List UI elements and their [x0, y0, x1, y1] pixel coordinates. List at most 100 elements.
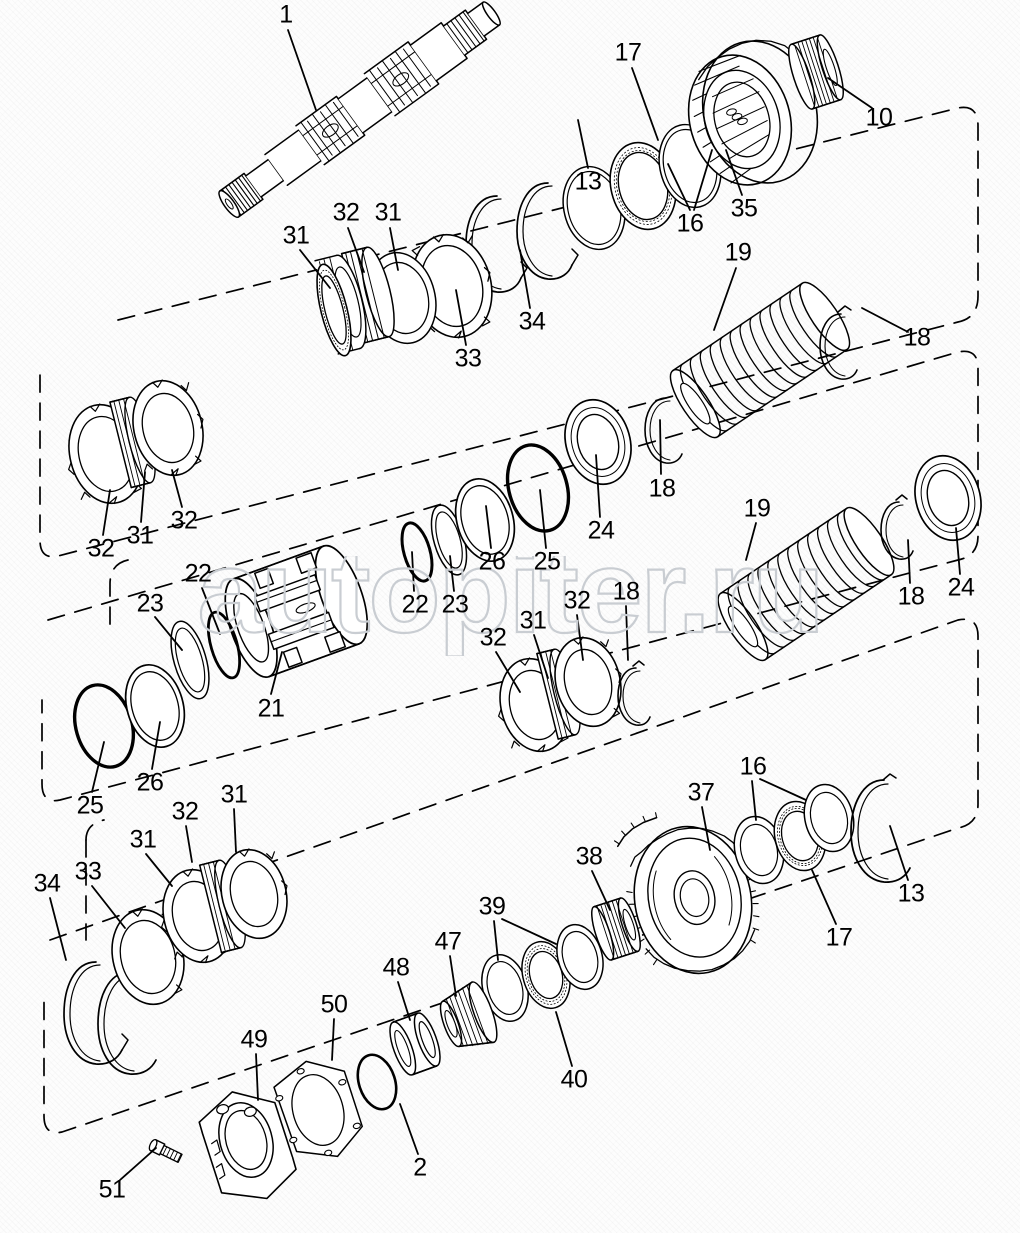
callout-number-39[interactable]: 39: [478, 892, 506, 921]
leader-line-32: [171, 469, 183, 508]
part-31-32-synchro-assembly: [314, 246, 395, 357]
callout-number-18[interactable]: 18: [897, 582, 925, 611]
callout-number-49[interactable]: 49: [240, 1025, 268, 1054]
part-22-spring-ring-a: [206, 610, 242, 680]
leader-line-25: [539, 489, 547, 549]
callout-number-48[interactable]: 48: [382, 953, 410, 982]
part-51-bolt: [148, 1138, 183, 1164]
callout-number-33[interactable]: 33: [454, 344, 482, 373]
leader-line-31: [533, 634, 549, 679]
leader-line-51: [119, 1147, 157, 1181]
callout-number-40[interactable]: 40: [560, 1065, 588, 1094]
leader-line-23: [449, 555, 455, 592]
leader-line-22: [411, 551, 415, 592]
callout-number-1[interactable]: 1: [279, 0, 293, 29]
callout-number-31[interactable]: 31: [519, 606, 547, 635]
part-25-oring-a: [505, 443, 571, 533]
callout-number-31[interactable]: 31: [282, 221, 310, 250]
leader-line-32: [347, 227, 365, 273]
callout-number-34[interactable]: 34: [33, 869, 61, 898]
leader-line-16: [667, 163, 691, 211]
part-synchro-midlower: [498, 636, 622, 753]
callout-number-17[interactable]: 17: [825, 923, 853, 952]
leader-line-22: [201, 587, 221, 635]
part-2-oring: [356, 1053, 398, 1111]
group-frame-left: [85, 559, 129, 941]
callout-number-22[interactable]: 22: [401, 590, 429, 619]
callout-number-33[interactable]: 33: [74, 857, 102, 886]
leader-line-16: [693, 149, 713, 211]
callout-number-13[interactable]: 13: [574, 167, 602, 196]
callout-number-25[interactable]: 25: [76, 791, 104, 820]
leader-line-19: [713, 267, 737, 331]
callout-number-23[interactable]: 23: [136, 589, 164, 618]
callout-number-34[interactable]: 34: [518, 307, 546, 336]
part-24-race-lower: [914, 454, 982, 542]
callout-number-32[interactable]: 32: [479, 623, 507, 652]
part-34-wire-ring-lower: [63, 961, 129, 1065]
callout-number-35[interactable]: 35: [730, 194, 758, 223]
leader-line-16: [759, 778, 807, 801]
callout-number-25[interactable]: 25: [533, 547, 561, 576]
part-35-helical-gear: [687, 39, 819, 186]
callout-number-13[interactable]: 13: [897, 879, 925, 908]
callout-number-32[interactable]: 32: [87, 534, 115, 563]
leader-line-32: [495, 651, 521, 693]
callout-number-17[interactable]: 17: [614, 38, 642, 67]
leader-line-21: [270, 651, 283, 695]
callout-number-31[interactable]: 31: [374, 198, 402, 227]
callout-number-23[interactable]: 23: [441, 590, 469, 619]
callout-number-32[interactable]: 32: [171, 797, 199, 826]
callout-number-32[interactable]: 32: [563, 586, 591, 615]
callout-number-2[interactable]: 2: [413, 1153, 427, 1182]
callout-number-51[interactable]: 51: [98, 1175, 126, 1204]
callout-number-24[interactable]: 24: [947, 573, 975, 602]
part-26-ring-b: [124, 664, 186, 748]
leader-line-17: [811, 869, 837, 925]
callout-number-10[interactable]: 10: [865, 103, 893, 132]
part-37-gear-teeth-back: [613, 812, 658, 848]
part-26-ring-a: [454, 478, 516, 562]
callout-number-16[interactable]: 16: [676, 209, 704, 238]
part-31-32-synchro-lower: [161, 848, 288, 964]
callout-number-38[interactable]: 38: [575, 842, 603, 871]
leader-line-32: [102, 489, 111, 536]
part-10-needle-bearing: [788, 34, 844, 110]
leader-line-24: [955, 527, 961, 575]
leader-line-34: [49, 897, 67, 961]
leader-line-40: [555, 1011, 573, 1067]
callout-number-24[interactable]: 24: [587, 516, 615, 545]
leader-line-35: [725, 149, 743, 196]
callout-number-18[interactable]: 18: [903, 323, 931, 352]
callout-number-18[interactable]: 18: [612, 577, 640, 606]
callout-number-22[interactable]: 22: [184, 559, 212, 588]
callout-number-21[interactable]: 21: [257, 694, 285, 723]
callout-number-16[interactable]: 16: [739, 752, 767, 781]
leader-line-17: [631, 67, 659, 141]
callout-number-26[interactable]: 26: [136, 768, 164, 797]
callout-number-32[interactable]: 32: [332, 198, 360, 227]
leader-line-34: [519, 249, 531, 309]
leader-line-37: [701, 806, 711, 851]
part-21-synchronizer-hub: [224, 544, 369, 678]
leader-line-19: [745, 522, 757, 561]
callout-number-32[interactable]: 32: [170, 506, 198, 535]
callout-number-37[interactable]: 37: [687, 778, 715, 807]
part-19-roller-cage-lower: [717, 506, 895, 662]
callout-number-31[interactable]: 31: [129, 825, 157, 854]
callout-number-19[interactable]: 19: [724, 238, 752, 267]
callout-number-26[interactable]: 26: [478, 547, 506, 576]
leader-line-31: [233, 808, 237, 853]
leader-line-33: [455, 289, 467, 346]
group-frame-middle-right: [41, 350, 979, 802]
callout-number-47[interactable]: 47: [434, 927, 462, 956]
part-34-wire-ring-lower-b: [97, 971, 157, 1075]
callout-number-31[interactable]: 31: [126, 521, 154, 550]
callout-number-50[interactable]: 50: [320, 990, 348, 1019]
callout-number-31[interactable]: 31: [220, 780, 248, 809]
leader-line-13: [577, 119, 589, 169]
callout-number-18[interactable]: 18: [648, 474, 676, 503]
callout-number-19[interactable]: 19: [743, 494, 771, 523]
